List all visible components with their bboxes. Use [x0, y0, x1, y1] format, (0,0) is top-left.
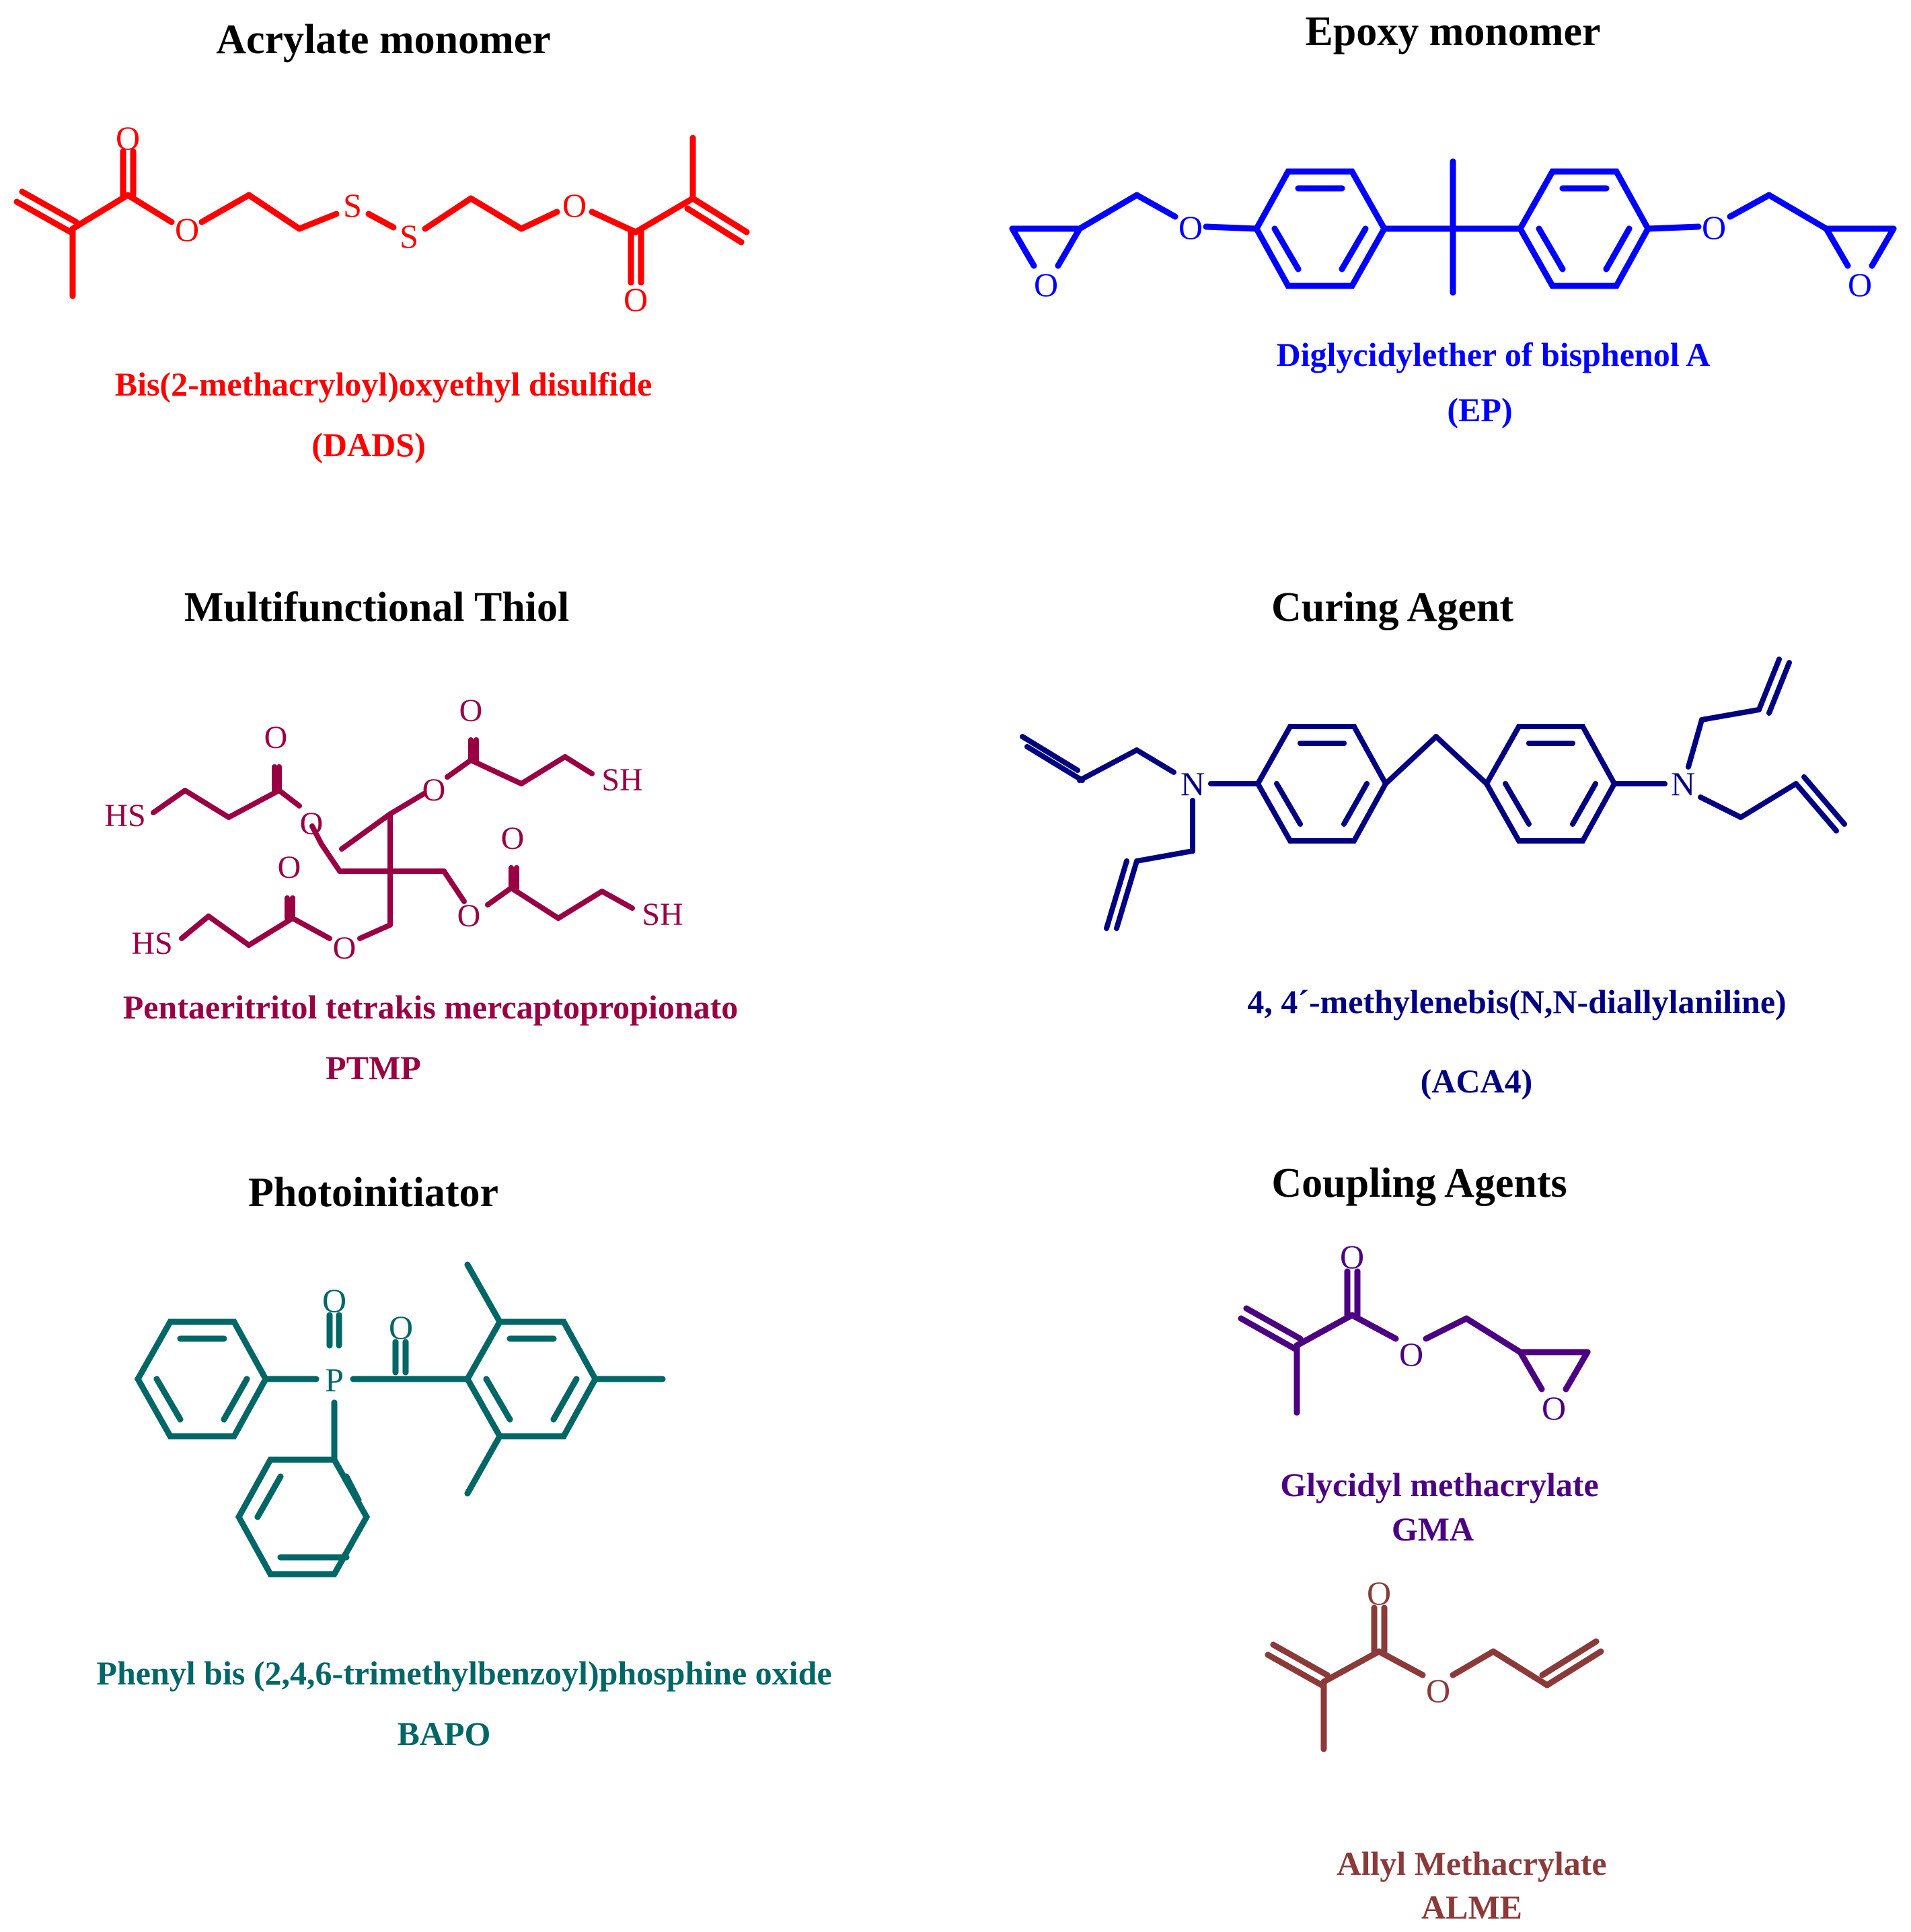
ep-atom-o1: O	[1034, 266, 1058, 303]
ptmp-name: Pentaeritritol tetrakis mercaptopropiona…	[122, 988, 739, 1026]
bapo-atom-o1: O	[322, 1281, 346, 1319]
dads-name: Bis(2-methacryloyl)oxyethyl disulfide	[114, 365, 652, 403]
ep-name: Diglycidylether of bisphenol A	[1276, 336, 1711, 373]
gma-atom-o2: O	[1399, 1335, 1423, 1373]
ptmp-hs2: HS	[131, 926, 172, 961]
aca4-atom-n2: N	[1671, 765, 1695, 803]
gma-name: Glycidyl methacrylate	[1280, 1466, 1599, 1503]
ptmp-atom-o4: O	[422, 772, 446, 808]
ep-atom-o3: O	[1702, 209, 1726, 246]
ptmp-atom-o2: O	[300, 806, 324, 842]
dads-atom-s1: S	[343, 186, 362, 224]
ptmp-atom-o7: O	[278, 850, 301, 885]
thiol-title: Multifunctional Thiol	[184, 585, 570, 630]
coupling-title: Coupling Agents	[1271, 1160, 1567, 1206]
ptmp-atom-o6: O	[457, 898, 481, 934]
aca4-atom-n1: N	[1181, 765, 1205, 803]
bapo-name: Phenyl bis (2,4,6-trimethylbenzoyl)phosp…	[96, 1654, 832, 1692]
dads-abbr: (DADS)	[311, 426, 426, 463]
alme-abbr: ALME	[1421, 1888, 1522, 1926]
ptmp-atom-o8: O	[333, 930, 357, 966]
dads-atom-o4: O	[624, 281, 648, 318]
ptmp-sh2: SH	[642, 897, 683, 932]
alme-name: Allyl Methacrylate	[1337, 1845, 1607, 1882]
gma-atom-o1: O	[1340, 1238, 1364, 1275]
bapo-atom-p: P	[325, 1361, 344, 1399]
ptmp-abbr: PTMP	[326, 1049, 421, 1086]
alme-atom-o2: O	[1426, 1672, 1450, 1709]
ptmp-sh1: SH	[601, 762, 642, 798]
ptmp-hs1: HS	[104, 798, 145, 833]
bapo-atom-o2: O	[389, 1308, 413, 1346]
aca4-abbr: (ACA4)	[1420, 1062, 1533, 1100]
acrylate-title: Acrylate monomer	[216, 17, 551, 63]
alme-atom-o1: O	[1367, 1574, 1391, 1612]
dads-atom-o3: O	[562, 186, 587, 224]
ep-atom-o2: O	[1178, 209, 1203, 246]
epoxy-title: Epoxy monomer	[1305, 9, 1601, 54]
ep-atom-o4: O	[1848, 266, 1872, 303]
dads-atom-s2: S	[400, 217, 418, 255]
dads-atom-o1: O	[116, 119, 140, 157]
ptmp-atom-o3: O	[459, 693, 483, 729]
ep-abbr: (EP)	[1447, 391, 1513, 429]
ptmp-atom-o1: O	[264, 720, 288, 755]
gma-atom-o3: O	[1542, 1389, 1566, 1427]
gma-abbr: GMA	[1391, 1510, 1474, 1548]
ptmp-atom-o5: O	[501, 821, 525, 856]
curing-title: Curing Agent	[1271, 585, 1513, 630]
bapo-abbr: BAPO	[397, 1715, 491, 1752]
dads-atom-o2: O	[175, 211, 199, 248]
photo-title: Photoinitiator	[248, 1170, 498, 1216]
aca4-name: 4, 4´-methylenebis(N,N-diallylaniline)	[1247, 983, 1787, 1020]
